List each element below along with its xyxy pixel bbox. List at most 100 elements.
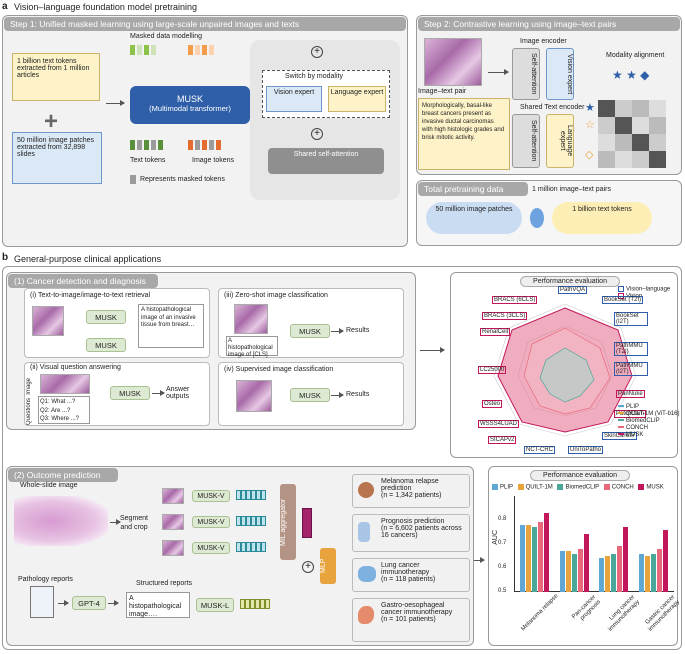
arrow bbox=[420, 347, 445, 353]
bar-legend: PLIP QUILT-1M BiomedCLIP CONCH MUSK bbox=[492, 484, 664, 491]
retrieval-image bbox=[32, 306, 64, 336]
questions-box: Q1: What ...? Q2: Are ...? Q3: Where ...… bbox=[38, 396, 90, 424]
bar bbox=[599, 558, 605, 592]
masked-legend: Represents masked tokens bbox=[140, 176, 225, 183]
feature-seq bbox=[236, 490, 266, 502]
task-melanoma: Melanoma relapse prediction (n = 1,342 p… bbox=[352, 474, 470, 508]
radar-chart bbox=[493, 303, 637, 437]
arrow bbox=[108, 600, 119, 606]
cancer-title: (1) Cancer detection and diagnosis bbox=[8, 274, 158, 288]
arrow bbox=[58, 600, 69, 606]
task-label: BookSet (I2T) bbox=[614, 312, 648, 326]
legend-model: QUILT-1M (ViT-b16) bbox=[626, 411, 680, 417]
musk-name: MUSK bbox=[176, 94, 203, 104]
musk-box: MUSK bbox=[290, 324, 330, 338]
star-icon: ★ ★ ◆ bbox=[612, 68, 650, 82]
y-tick-label: 0.5 bbox=[498, 588, 507, 594]
self-attention-box: Self-attention bbox=[512, 48, 540, 100]
task-n: (n = 6,602 patients across 16 cancers) bbox=[381, 525, 462, 539]
bar bbox=[605, 556, 611, 592]
text-encoder-label: Shared Text encoder bbox=[520, 104, 585, 111]
image-tokens-label: Image tokens bbox=[192, 157, 235, 164]
arrow bbox=[331, 392, 344, 398]
question-3: Q3: Where ...? bbox=[40, 416, 80, 422]
add-icon: + bbox=[311, 46, 323, 58]
musk-model-box: MUSK (Multimodal transformer) bbox=[130, 86, 250, 124]
musk-v-box: MUSK-V bbox=[192, 516, 230, 528]
results-label: Results bbox=[346, 327, 370, 334]
supervised-image bbox=[236, 380, 272, 412]
pairs-label: 1 million image–text pairs bbox=[532, 186, 611, 193]
task-label: SkinCancer bbox=[602, 432, 638, 440]
arrow bbox=[106, 100, 125, 106]
x-tick-label: Melanoma relapse bbox=[520, 593, 560, 633]
task-label: PathVQA bbox=[558, 286, 588, 294]
patch-tile bbox=[162, 540, 184, 556]
panel-a-letter: a bbox=[2, 1, 8, 12]
retrieval-title: (i) Text-to-image/image-to-text retrieva… bbox=[30, 292, 151, 299]
legend-model: PLIP bbox=[626, 404, 640, 410]
legend-vl: Vision–language bbox=[626, 286, 671, 293]
bar bbox=[531, 527, 537, 592]
bar bbox=[525, 524, 531, 592]
arrow bbox=[331, 328, 344, 334]
musk-v-box: MUSK-V bbox=[192, 490, 230, 502]
bar-chart-title: Performance evaluation bbox=[530, 470, 630, 481]
task-label: PathMMU (T2I) bbox=[614, 342, 648, 356]
add-icon: + bbox=[302, 561, 314, 573]
bar bbox=[519, 524, 525, 592]
segment-label: Segment and crop bbox=[119, 515, 149, 531]
step1-title: Step 1: Unified masked learning using la… bbox=[4, 17, 406, 31]
gpt4-box: GPT-4 bbox=[72, 596, 106, 610]
caption-box: Morphologically, basal-like breast cance… bbox=[418, 98, 510, 170]
bar bbox=[537, 522, 543, 592]
bar bbox=[543, 512, 549, 592]
panel-b-letter: b bbox=[2, 252, 9, 263]
legend-series: QUILT-1M bbox=[525, 484, 553, 491]
bar bbox=[657, 548, 663, 592]
bar bbox=[663, 529, 669, 592]
text-tokens-pill: 1 billion text tokens bbox=[552, 202, 652, 234]
output-tokens bbox=[130, 45, 250, 57]
musk-box: MUSK bbox=[86, 338, 126, 352]
bar bbox=[571, 553, 577, 592]
task-name: Gastro-oesophageal cancer immunotherapy bbox=[381, 602, 453, 616]
retrieval-caption: A histopathological image of an invasive… bbox=[138, 304, 204, 348]
task-label: NCT-CRC bbox=[524, 446, 555, 454]
task-label: PanNuke bbox=[616, 390, 645, 398]
task-n: (n = 101 patients) bbox=[381, 616, 436, 623]
vision-expert-box: Vision expert bbox=[546, 48, 574, 100]
radar-model-legend: PLIP QUILT-1M (ViT-b16) BiomedCLIP CONCH… bbox=[618, 404, 679, 439]
vision-expert-box: Vision expert bbox=[266, 86, 322, 112]
reports-label: Pathology reports bbox=[18, 576, 73, 583]
arrow bbox=[474, 557, 485, 563]
feature-seq bbox=[236, 542, 266, 554]
similarity-matrix bbox=[598, 100, 668, 168]
image-patches-pill: 50 million image patches bbox=[426, 202, 522, 234]
image-source-box: 50 million image patches extracted from … bbox=[12, 132, 102, 184]
structured-report: A histopathological image…. bbox=[126, 592, 190, 618]
grid-cells bbox=[598, 100, 666, 168]
transformer-block bbox=[250, 40, 400, 200]
musk-box: MUSK bbox=[86, 310, 126, 324]
bar bbox=[651, 553, 657, 592]
x-axis-line bbox=[514, 591, 674, 592]
legend-model: BiomedCLIP bbox=[626, 418, 660, 424]
switch-label: Switch by modality bbox=[285, 73, 343, 80]
mlp-box: MLP bbox=[320, 548, 336, 584]
arrow bbox=[488, 69, 509, 75]
task-label: UniToPatho bbox=[568, 446, 604, 454]
bar bbox=[639, 553, 645, 592]
legend-series: CONCH bbox=[611, 484, 634, 491]
zeroshot-caption: A histopathological image of [CLS] bbox=[226, 336, 278, 358]
legend-series: PLIP bbox=[500, 484, 513, 491]
vqa-image bbox=[40, 374, 90, 394]
plus-icon: + bbox=[44, 108, 59, 135]
answer-label: Answer outputs bbox=[166, 386, 190, 400]
histology-image bbox=[424, 38, 482, 86]
bar bbox=[645, 556, 651, 592]
radar-base-area bbox=[539, 347, 595, 403]
similarity-grid bbox=[598, 100, 666, 168]
